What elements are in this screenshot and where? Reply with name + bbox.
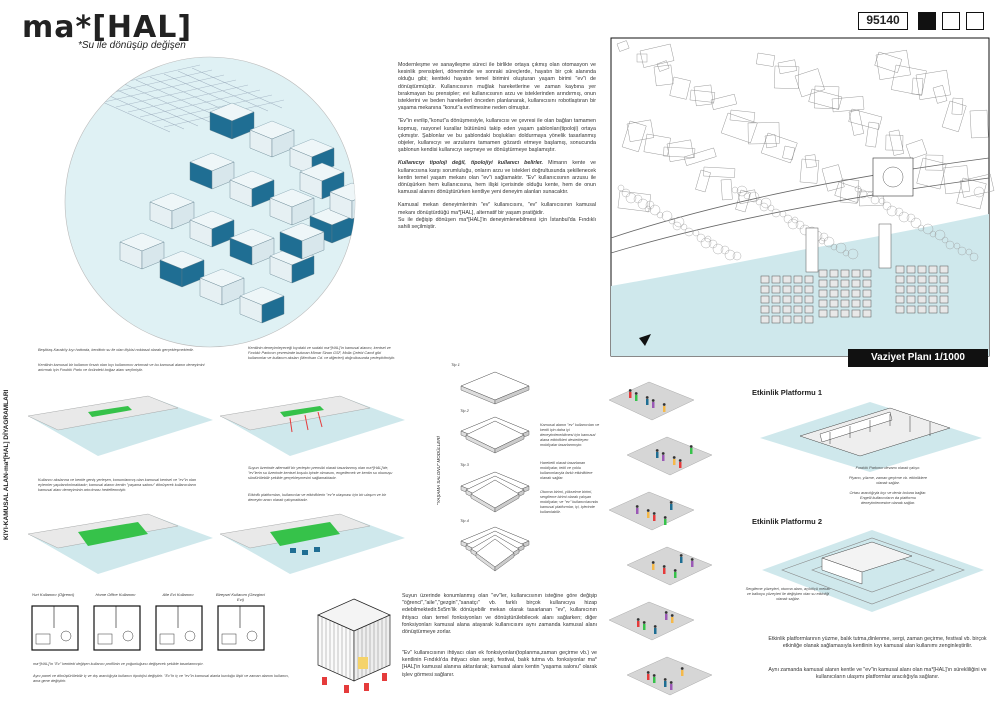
page-title: ma*[HAL] xyxy=(22,10,193,45)
intro-paragraph-3: Kullanıcıyı tipoloji değil, tipolojiyi k… xyxy=(398,160,596,196)
kiyi-diagram-4 xyxy=(219,513,405,574)
platform-2-axonometric xyxy=(762,530,984,612)
unit-label-1: Yurt Kullanımı (Öğrenci) xyxy=(31,592,75,597)
module-tip-4: Tip 4 xyxy=(460,518,469,523)
diagram-caption-3: Kullanıcı akslarına ve kentle geniş yerl… xyxy=(38,478,197,492)
black-swatch xyxy=(918,12,936,30)
intro-paragraph-5: Su ile değişip dönüşen ma*[HAL]'in deney… xyxy=(398,216,596,231)
activity-tiles xyxy=(608,381,713,696)
module-tip-2: Tip 2 xyxy=(460,408,469,413)
module-stack xyxy=(460,371,530,572)
diagram-caption-5: Etkinlik platformları, kullanıcılar ve e… xyxy=(248,493,386,502)
platform-1-caption-1b: Piyano, yüzme, zaman geçirme vb. etkinli… xyxy=(848,476,928,485)
modules-vertical-title: "YAŞAMA SALONU" MODÜLLERİ xyxy=(436,436,441,505)
module-desc-2: Hareketli olarak tasarlanan mobilyalar, … xyxy=(540,461,593,480)
module-desc-1: Kamusal alanın "ev" kullanıcıları ve ken… xyxy=(540,423,600,447)
diagram-caption-4: Suyun üzerinde alternatif bir yerleşim p… xyxy=(248,466,393,480)
unit-plans xyxy=(31,605,265,651)
unit-label-4: Bireysel Kullanım (Gezginci Evi) xyxy=(216,592,265,602)
platform-1-caption-2: Ortası aracılığıyla kıyı ve deniz boluna… xyxy=(849,491,927,505)
platform-1-caption-1: Fındıklı Parkının devamı olarak çalışır. xyxy=(855,466,921,470)
north-arrow-icon xyxy=(639,334,651,346)
platform-1-axonometric xyxy=(760,402,982,472)
project-code: 95140 xyxy=(858,12,908,30)
diagram-caption-1b: Kentlinin kamusal bir kullanım fırsatı o… xyxy=(38,363,205,372)
house-module-axonometric xyxy=(317,598,391,693)
page-subtitle: *Su ile dönüşüp değişen xyxy=(78,40,186,51)
platforms-text-1: Etkinlik platformlarının yüzme, balık tu… xyxy=(768,636,987,650)
intro-paragraph-4: Kamusal mekan deneyimlerinin "ev" kullan… xyxy=(398,202,596,216)
intro-bold-statement: Kullanıcıyı tipoloji değil, tipolojiyi k… xyxy=(398,160,543,167)
diagram-caption-2: Kentlinin deneyimleyeceği kıyıdaki ve su… xyxy=(248,346,396,360)
module-desc-3: Oturma birimi, yükselme birimi, sergilem… xyxy=(540,490,598,514)
unit-label-3: Aile Evi Kullanımı xyxy=(162,592,194,597)
platforms-text-2: Aynı zamanda kamusal alanın kentle ve "e… xyxy=(768,667,987,681)
white-swatch-2 xyxy=(966,12,984,30)
axonometric-circle xyxy=(64,56,356,348)
units-caption-1: ma*[HAL]'in "Ev" kentteki değişen kullan… xyxy=(33,662,204,666)
modules-text-1: Suyun üzerinde konumlanmış olan "ev"ler,… xyxy=(402,593,597,636)
kiyi-diagram-1 xyxy=(27,395,213,456)
kiyi-diagram-3 xyxy=(27,513,213,574)
platform-2-caption: Sergileme yüzeyleri, oturma alanı, açıkö… xyxy=(745,587,831,601)
modules-text-2: "Ev" kullanıcısının ihtiyacı olan ek fon… xyxy=(402,650,597,678)
unit-label-2: Home Office Kullanımı xyxy=(95,592,136,597)
site-plan-label: Vaziyet Planı 1/1000 xyxy=(848,349,988,367)
intro-paragraph-2: "Ev"in evrilip,"konut"a dönüşmesiyle, ku… xyxy=(398,118,596,154)
intro-paragraph-1: Modernleşme ve sanayileşme süreci ile bi… xyxy=(398,62,596,112)
diagram-caption-1: Beşiktaş-Karaköy kıyı hattında, kentlini… xyxy=(38,348,194,352)
white-swatch xyxy=(942,12,960,30)
intro-paragraph-3-body: Mimarın kente ve kullanıcısına karşı sor… xyxy=(398,160,596,196)
module-tip-1: Tip 1 xyxy=(451,362,460,367)
platform-2-title: Etkinlik Platformu 2 xyxy=(752,517,823,526)
units-caption-2: Aynı panel ve dönüştürülebilir iç ve dış… xyxy=(33,674,290,683)
module-tip-3: Tip 3 xyxy=(460,462,469,467)
diagrams-vertical-title: KIYI-KAMUSAL ALAN-ma*[HAL] DİYAGRAMLARI xyxy=(3,389,10,540)
site-plan xyxy=(610,37,995,357)
platform-1-title: Etkinlik Platformu 1 xyxy=(752,388,823,397)
kiyi-diagram-2 xyxy=(219,395,405,456)
